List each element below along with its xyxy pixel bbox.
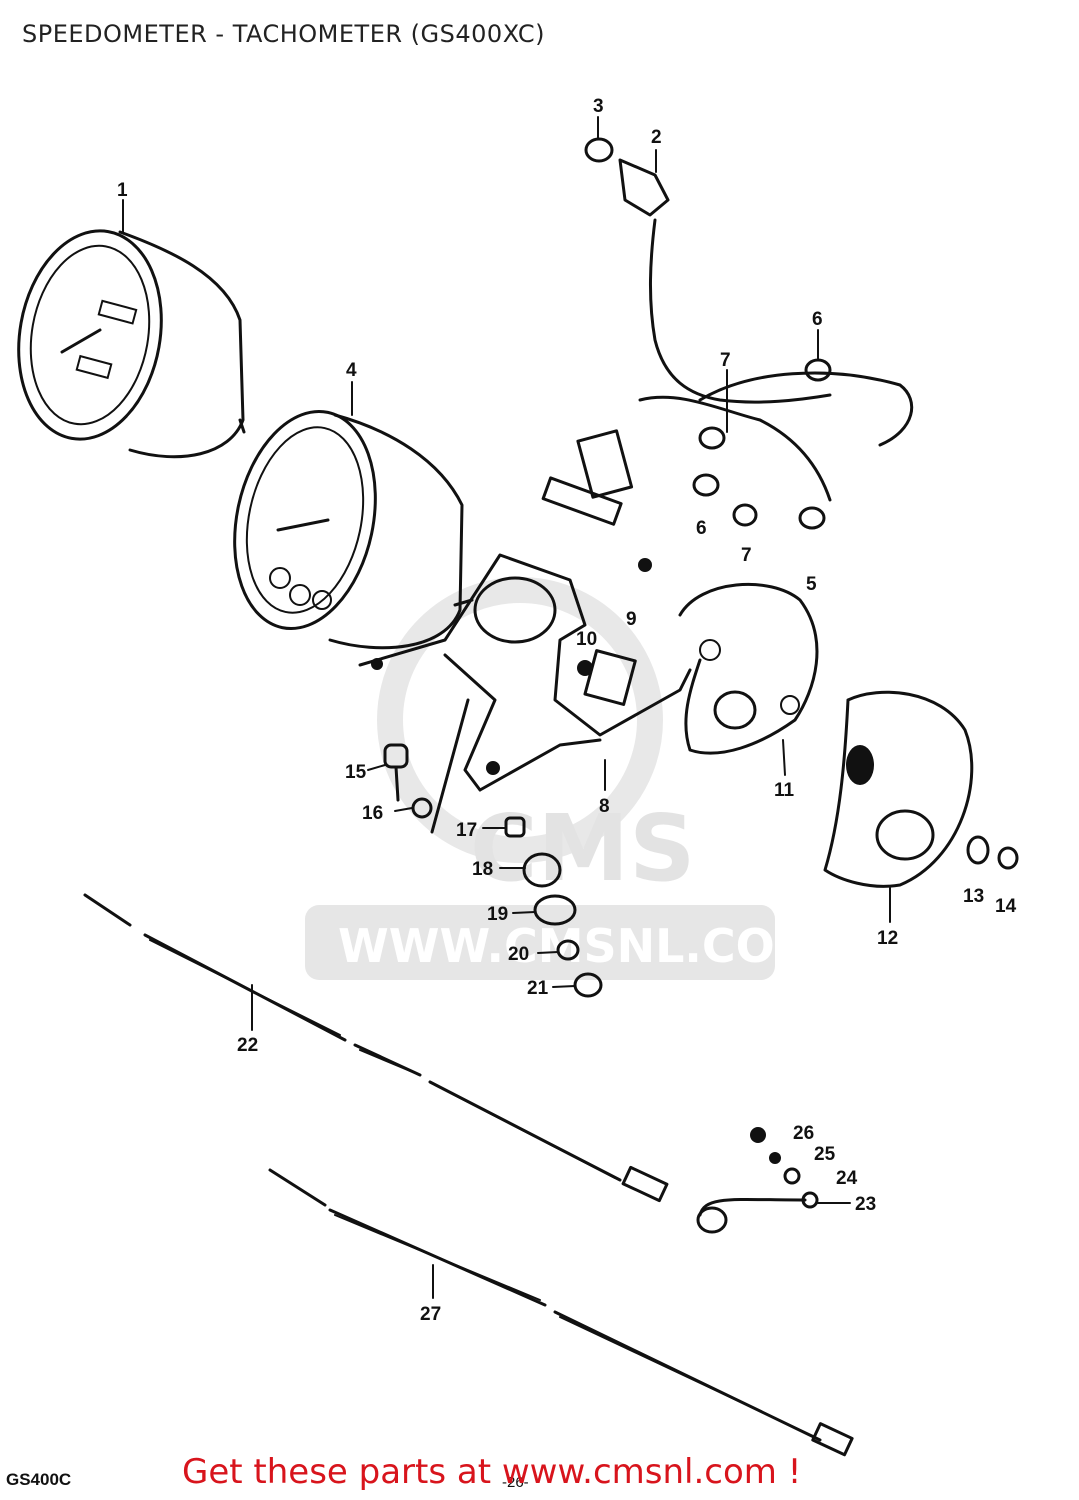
wiring-harness xyxy=(541,137,914,572)
indicator-lamp-housing xyxy=(678,582,819,755)
callout: 23 xyxy=(855,1194,876,1215)
lamp-cover xyxy=(823,690,974,888)
callout: 22 xyxy=(237,1035,258,1056)
callout: 11 xyxy=(774,780,795,801)
page-title: SPEEDOMETER - TACHOMETER (GS400XC) xyxy=(22,20,546,48)
speedometer-gauge xyxy=(17,229,246,459)
callout: 10 xyxy=(576,629,597,650)
callout: 4 xyxy=(346,360,357,381)
speedometer-cable xyxy=(83,893,669,1203)
callout: 20 xyxy=(508,944,529,965)
callout: 19 xyxy=(487,904,508,925)
watermark-logo: CMS WWW.CMSNL.COM xyxy=(305,577,821,980)
callout: 25 xyxy=(814,1144,836,1165)
callout: 14 xyxy=(995,896,1017,917)
callout: 15 xyxy=(345,762,367,783)
mounting-hardware xyxy=(383,698,603,998)
callout: 9 xyxy=(626,609,637,630)
page-number: -26- xyxy=(502,1474,529,1491)
model-code: GS400C xyxy=(6,1470,72,1489)
callout: 13 xyxy=(963,886,984,907)
watermark-brand: CMS xyxy=(470,795,695,902)
callout: 7 xyxy=(720,350,731,371)
callout-labels: 1 2 3 4 5 6 6 7 7 8 9 10 11 12 13 14 15 … xyxy=(117,96,1017,1325)
callout: 8 xyxy=(599,796,610,817)
callout: 7 xyxy=(741,545,752,566)
callout: 21 xyxy=(527,978,549,999)
meter-bracket xyxy=(358,553,692,792)
cable-clamp xyxy=(696,1127,819,1234)
watermark-url: WWW.CMSNL.COM xyxy=(338,919,821,973)
callout: 12 xyxy=(877,928,898,949)
tachometer-cable xyxy=(268,1168,854,1457)
tachometer-gauge xyxy=(233,409,474,650)
promo-link[interactable]: Get these parts at www.cmsnl.com ! xyxy=(182,1452,802,1492)
grommet-and-nut xyxy=(966,835,1019,870)
callout: 16 xyxy=(362,803,383,824)
callout: 6 xyxy=(812,309,823,330)
callout: 17 xyxy=(456,820,477,841)
lamp-socket xyxy=(577,649,637,706)
callout: 1 xyxy=(117,180,128,201)
callout: 27 xyxy=(420,1304,441,1325)
leader-lines xyxy=(122,116,891,1299)
callout: 6 xyxy=(696,518,707,539)
callout: 3 xyxy=(593,96,604,117)
callout: 24 xyxy=(836,1168,858,1189)
callout: 26 xyxy=(793,1123,814,1144)
callout: 2 xyxy=(651,127,662,148)
callout: 5 xyxy=(806,574,817,595)
callout: 18 xyxy=(472,859,493,880)
